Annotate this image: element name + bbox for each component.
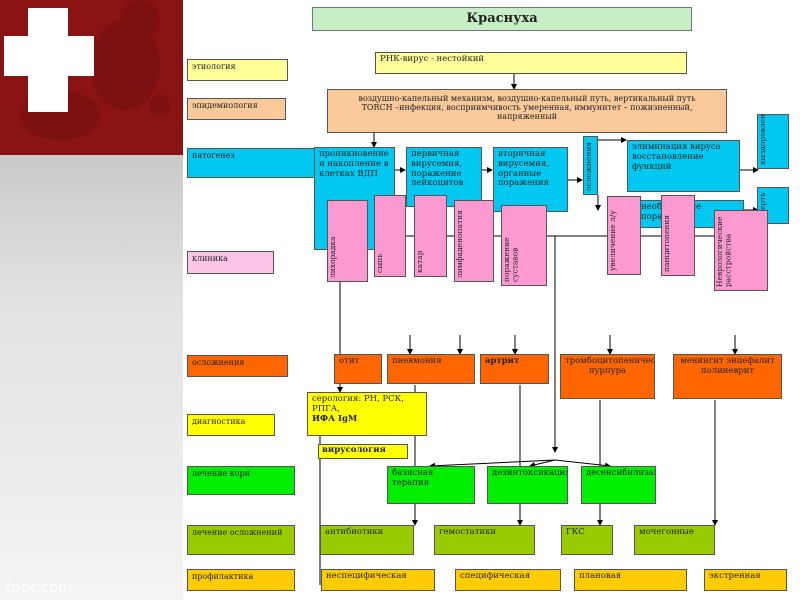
serology-text: серология: РН, РСК, РПГА,	[312, 394, 404, 414]
treatment-hemostatics: гемостатики	[434, 525, 535, 555]
complication-otitis: отит	[334, 354, 382, 384]
clinic-lymphadenopathy: лимфаденопатия	[454, 200, 494, 282]
row-label-complications: осложнения	[187, 355, 288, 377]
treatment-gks: ГКС	[561, 525, 613, 555]
treatment-antibiotics: антибиотики	[320, 525, 414, 555]
pathogenesis-complications: осложнения	[583, 136, 598, 195]
row-label-diagnostics: диагностика	[187, 414, 275, 436]
treatment-diuretics: мочегонные	[634, 525, 715, 555]
outcome-recovery: выздоровление	[757, 114, 789, 169]
row-label-treatment-complications: лечение осложнений	[187, 525, 295, 555]
clinic-fever: лихорадка	[327, 200, 368, 282]
clinic-rash: сыпь	[374, 195, 406, 277]
clinic-catarrh: катар	[414, 195, 447, 277]
pathogenesis-secondary-viremia: вторичная вирусемия, органные поражения	[493, 147, 568, 212]
complication-arthritis: артрит	[480, 354, 549, 384]
etiology-box: РНК-вирус - нестойкий	[375, 52, 687, 74]
treatment-basic-therapy: базисная терапия	[387, 466, 475, 504]
complication-pneumonia: пневмония	[387, 354, 475, 384]
row-label-prevention: профилактика	[187, 569, 295, 591]
row-label-epidemiology: эпидемиология	[187, 98, 286, 120]
prevention-specific: специфическая	[455, 569, 561, 591]
page-title: Краснуха	[312, 7, 692, 31]
epidemiology-line-2: TORCH –инфекция, восприимчивость умеренн…	[361, 103, 693, 122]
watermark: fppt.com	[6, 580, 73, 596]
sidebar-background: fppt.com	[0, 0, 183, 600]
clinic-neurological-disorders: Неврологические расстройства	[714, 210, 768, 291]
prevention-emergency: экстренная	[704, 569, 787, 591]
pathogenesis-elimination: элиминация вируса восстановление функций	[627, 140, 740, 192]
treatment-detoxification: дезинтоксикация	[487, 466, 568, 504]
treatment-desensitization: десенсибилизация	[581, 466, 656, 504]
prevention-planned: плановая	[574, 569, 687, 591]
prevention-nonspecific: неспецифическая	[321, 569, 435, 591]
ifa-text: ИФА IgM	[312, 413, 358, 424]
row-label-pathogenesis: патогенез	[187, 148, 319, 178]
clinic-joint-damage: поражение суставов	[501, 205, 547, 286]
epidemiology-box: воздушно-капельный механизм, воздушно-ка…	[327, 89, 727, 133]
row-label-clinic: клиника	[187, 251, 274, 274]
complication-meningitis: менингит энцефалит полиневрит	[673, 354, 782, 399]
epidemiology-line-1: воздушно-капельный механизм, воздушно-ка…	[358, 94, 696, 103]
clinic-pancytopenia: панцитопения	[661, 195, 695, 276]
blood-splatter-logo	[0, 0, 183, 155]
clinic-lymph-node-enlargement: увеличение л/у	[607, 196, 641, 275]
diagnostics-serology: серология: РН, РСК, РПГА, ИФА IgM	[307, 392, 427, 436]
diagnostics-virology: вирусология	[318, 444, 408, 459]
row-label-etiology: этиология	[187, 59, 288, 81]
row-label-treatment-measles: лечение кори	[187, 466, 295, 495]
complication-thrombocytopenic-purpura: тромбоцитопеническая пурпура	[560, 354, 655, 399]
